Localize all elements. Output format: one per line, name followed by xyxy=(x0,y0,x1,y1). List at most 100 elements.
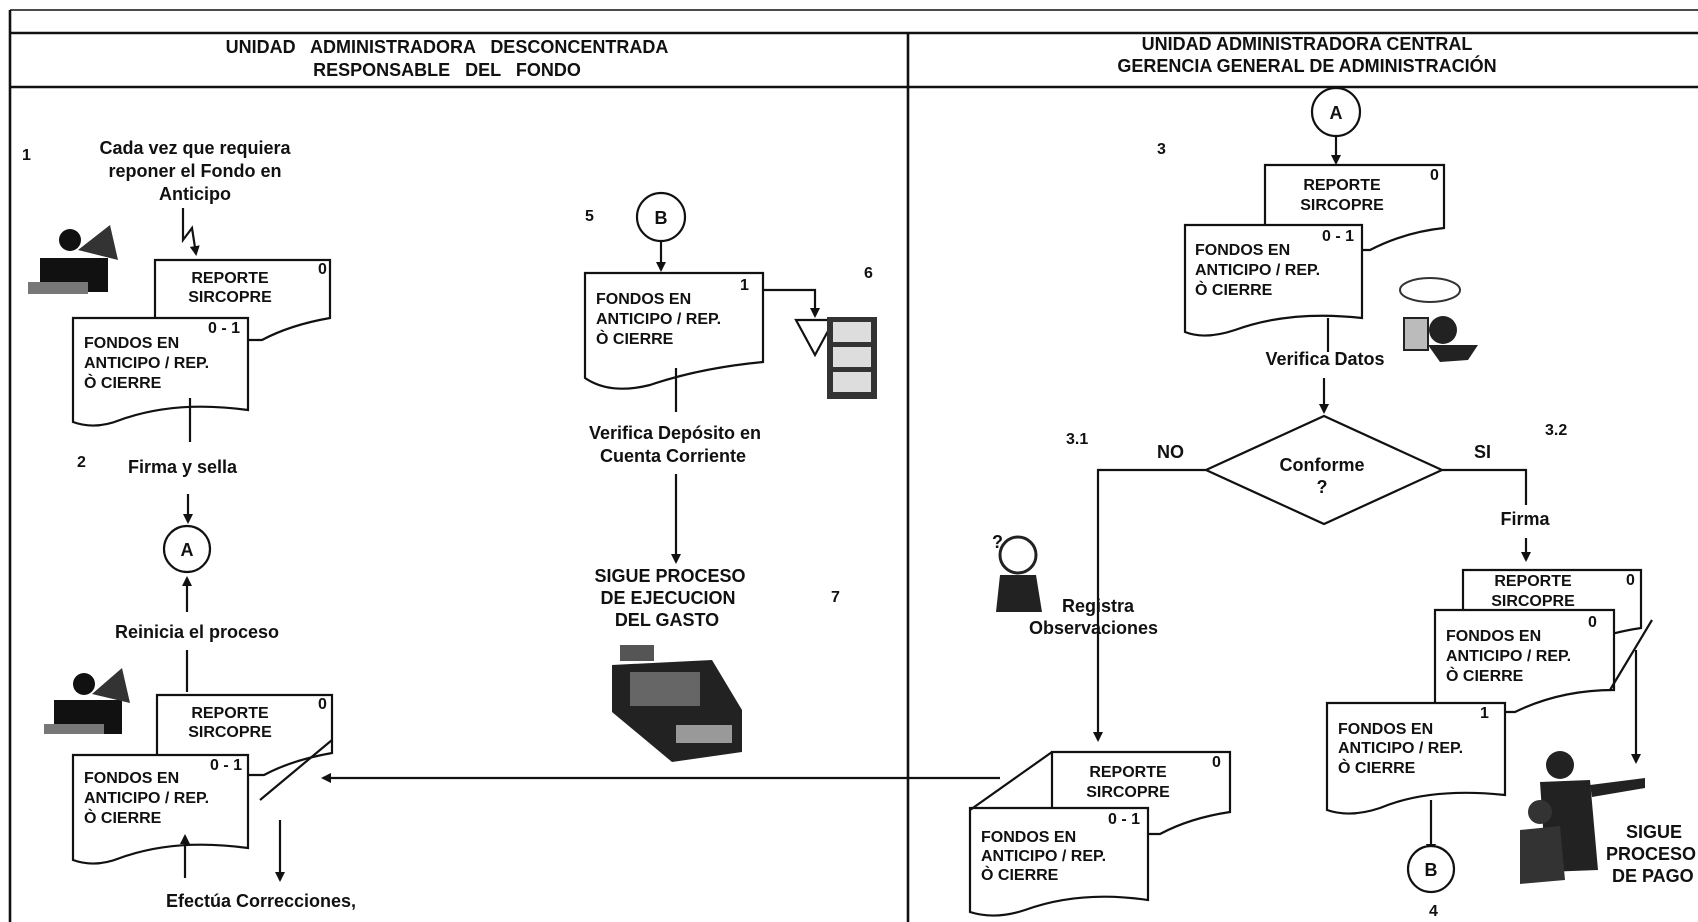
doc-reporte-title: REPORTE xyxy=(191,705,269,722)
doc-fondos-line1: FONDOS EN xyxy=(1446,628,1541,645)
pointing-man-icon xyxy=(1520,751,1645,884)
label-firma: Firma xyxy=(1500,509,1550,529)
doc-fondos-line2: ANTICIPO / REP. xyxy=(981,848,1106,865)
doc-fondos-line1: FONDOS EN xyxy=(596,291,691,308)
doc-copy-number: 0 xyxy=(1430,167,1439,184)
confused-man-icon: ? xyxy=(992,532,1042,612)
doc-reporte-subtitle: SIRCOPRE xyxy=(1491,593,1575,610)
connector-b-bottom: B xyxy=(1408,846,1454,892)
doc-fondos-line2: ANTICIPO / REP. xyxy=(84,355,209,372)
doc-copy-number: 0 xyxy=(1588,614,1597,631)
clerk-writing-icon xyxy=(28,225,118,294)
doc-copy-number: 0 xyxy=(1626,572,1635,589)
clerk-writing-icon xyxy=(44,668,130,734)
doc-fondos-line3: Ò CIERRE xyxy=(1446,666,1524,685)
doc-reporte-subtitle: SIRCOPRE xyxy=(1300,197,1384,214)
label-registra-1: Registra xyxy=(1062,596,1135,616)
doc-copy-number: 0 - 1 xyxy=(1108,811,1140,828)
document-stack-1: REPORTE SIRCOPRE 0 0 - 1 FONDOS EN ANTIC… xyxy=(73,260,330,426)
doc-fondos-line2: ANTICIPO / REP. xyxy=(1446,648,1571,665)
doc-reporte-subtitle: SIRCOPRE xyxy=(188,289,272,306)
label-efectua: Efectúa Correcciones, xyxy=(166,891,356,911)
doc-copy-number: 0 - 1 xyxy=(1322,228,1354,245)
doc-copy-number: 1 xyxy=(1480,705,1489,722)
document-stack-5: REPORTE SIRCOPRE 0 0 FONDOS EN ANTICIPO … xyxy=(1327,570,1652,814)
doc-reporte-title: REPORTE xyxy=(1303,177,1381,194)
start-text-line3: Anticipo xyxy=(159,184,231,204)
step-number-7: 7 xyxy=(831,589,840,606)
label-sigue-pago-3: DE PAGO xyxy=(1612,866,1694,886)
label-sigue-gasto-3: DEL GASTO xyxy=(615,610,719,630)
branch-no-label: NO xyxy=(1157,442,1184,462)
step-number-1: 1 xyxy=(22,147,31,164)
cash-register-icon xyxy=(612,645,742,762)
label-sigue-pago-2: PROCESO xyxy=(1606,844,1696,864)
doc-reporte-subtitle: SIRCOPRE xyxy=(188,724,272,741)
label-sigue-gasto-2: DE EJECUCION xyxy=(600,588,735,608)
doc-fondos-line3: Ò CIERRE xyxy=(84,373,162,392)
doc-fondos-line3: Ò CIERRE xyxy=(596,329,674,348)
trigger-lightning-arrow xyxy=(183,208,196,254)
decision-diamond: Conforme ? xyxy=(1206,416,1442,524)
doc-fondos-line3: Ò CIERRE xyxy=(981,865,1059,884)
start-text-line1: Cada vez que requiera xyxy=(99,138,291,158)
label-verifica-deposito-2: Cuenta Corriente xyxy=(600,446,746,466)
doc-fondos-line2: ANTICIPO / REP. xyxy=(1338,740,1463,757)
doc-reporte-title: REPORTE xyxy=(1494,573,1572,590)
label-reinicia: Reinicia el proceso xyxy=(115,622,279,642)
doc-copy-number: 0 xyxy=(318,261,327,278)
doc-fondos-line1: FONDOS EN xyxy=(981,829,1076,846)
label-verifica-datos: Verifica Datos xyxy=(1265,349,1384,369)
filing-cabinet-icon xyxy=(827,317,877,399)
document-fondos-copy1: 1 FONDOS EN ANTICIPO / REP. Ò CIERRE xyxy=(585,273,763,389)
doc-copy-number: 0 - 1 xyxy=(208,320,240,337)
doc-reporte-title: REPORTE xyxy=(191,270,269,287)
decision-label: Conforme xyxy=(1280,455,1365,475)
step-number-4: 4 xyxy=(1429,903,1438,920)
doc-fondos-line1: FONDOS EN xyxy=(84,335,179,352)
connector-b-top: B xyxy=(637,193,685,241)
label-verifica-deposito-1: Verifica Depósito en xyxy=(589,423,761,443)
label-firma-sella: Firma y sella xyxy=(128,457,238,477)
doc-fondos-line3: Ò CIERRE xyxy=(1195,280,1273,299)
step-number-5: 5 xyxy=(585,208,594,225)
doc-fondos-line1: FONDOS EN xyxy=(1195,242,1290,259)
doc-fondos-line3: Ò CIERRE xyxy=(1338,758,1416,777)
lane-left-title: UNIDAD ADMINISTRADORA DESCONCENTRADA xyxy=(226,37,669,57)
step-number-3-1: 3.1 xyxy=(1066,431,1088,448)
label-sigue-pago-1: SIGUE xyxy=(1626,822,1682,842)
document-stack-3: REPORTE SIRCOPRE 0 0 - 1 FONDOS EN ANTIC… xyxy=(1185,165,1444,336)
connector-a-label: A xyxy=(181,540,194,560)
reader-smoking-icon xyxy=(1400,278,1478,362)
doc-fondos-line2: ANTICIPO / REP. xyxy=(596,311,721,328)
doc-reporte-subtitle: SIRCOPRE xyxy=(1086,784,1170,801)
label-registra-2: Observaciones xyxy=(1029,618,1158,638)
doc-copy-number: 0 xyxy=(318,696,327,713)
start-text-line2: reponer el Fondo en xyxy=(108,161,281,181)
lane-header-right: UNIDAD ADMINISTRADORA CENTRAL GERENCIA G… xyxy=(1117,34,1496,76)
connector-a-right: A xyxy=(1312,88,1360,136)
doc-fondos-line2: ANTICIPO / REP. xyxy=(84,790,209,807)
doc-fondos-line3: Ò CIERRE xyxy=(84,808,162,827)
connector-a-label: A xyxy=(1330,103,1343,123)
doc-fondos-line2: ANTICIPO / REP. xyxy=(1195,262,1320,279)
doc-fondos-line1: FONDOS EN xyxy=(84,770,179,787)
doc-copy-number: 0 - 1 xyxy=(210,757,242,774)
doc-copy-number: 1 xyxy=(740,277,749,294)
step-number-2: 2 xyxy=(77,454,86,471)
svg-text:?: ? xyxy=(992,532,1003,552)
lane-header-left: UNIDAD ADMINISTRADORA DESCONCENTRADA RES… xyxy=(226,37,669,80)
doc-copy-number: 0 xyxy=(1212,754,1221,771)
step-number-3-2: 3.2 xyxy=(1545,422,1567,439)
doc-reporte-title: REPORTE xyxy=(1089,764,1167,781)
connector-b-label: B xyxy=(1425,860,1438,880)
label-sigue-gasto-1: SIGUE PROCESO xyxy=(594,566,745,586)
lane-right-title: UNIDAD ADMINISTRADORA CENTRAL xyxy=(1142,34,1473,54)
lane-right-subtitle: GERENCIA GENERAL DE ADMINISTRACIÓN xyxy=(1117,55,1496,76)
branch-si-label: SI xyxy=(1474,442,1491,462)
connector-b-label: B xyxy=(655,208,668,228)
document-stack-4: REPORTE SIRCOPRE 0 0 - 1 FONDOS EN ANTIC… xyxy=(970,752,1230,916)
step-number-3: 3 xyxy=(1157,141,1166,158)
step-number-6: 6 xyxy=(864,265,873,282)
